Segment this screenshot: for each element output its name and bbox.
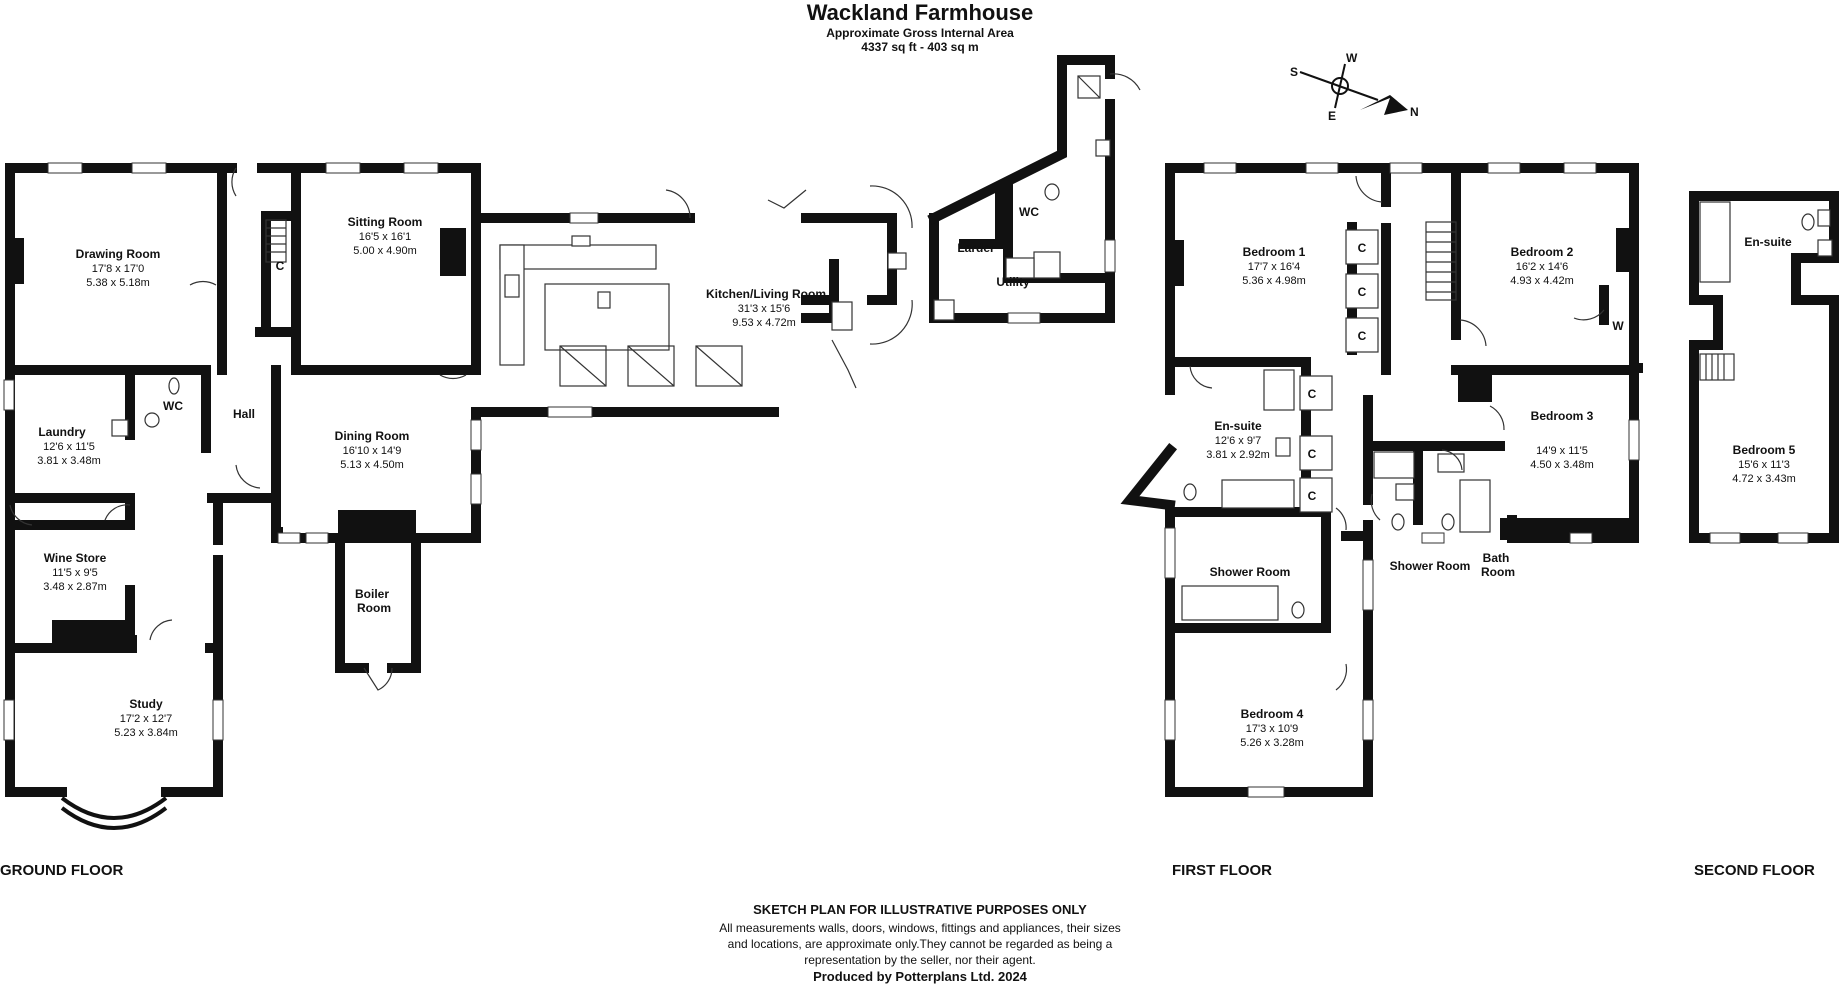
room-kitchen-name: Kitchen/Living Room bbox=[706, 287, 826, 301]
room-kitchen-metric: 9.53 x 4.72m bbox=[732, 317, 796, 329]
room-shower-small: Shower Room bbox=[1390, 559, 1471, 573]
room-bed2-metric: 4.93 x 4.42m bbox=[1510, 275, 1574, 287]
room-boiler-name1: Boiler bbox=[355, 587, 389, 601]
room-ensuite2-name: En-suite bbox=[1744, 235, 1792, 249]
room-study-imperial: 17'2 x 12'7 bbox=[120, 713, 173, 725]
room-larder: Larder bbox=[957, 241, 995, 255]
room-bed5-name: Bedroom 5 bbox=[1733, 443, 1796, 457]
plan-subtitle: Approximate Gross Internal Area bbox=[826, 26, 1014, 40]
room-bed3-name: Bedroom 3 bbox=[1531, 409, 1594, 423]
room-wine-metric: 3.48 x 2.87m bbox=[43, 581, 107, 593]
compass-s: S bbox=[1290, 65, 1298, 79]
ground-floor-plan bbox=[3, 162, 779, 830]
room-drawing-name: Drawing Room bbox=[76, 247, 161, 261]
room-bed2-imperial: 16'2 x 14'6 bbox=[1516, 261, 1569, 273]
room-cupboard-3: C bbox=[1358, 329, 1367, 343]
disclaimer-line-2: and locations, are approximate only.They… bbox=[727, 937, 1113, 951]
room-hall: Hall bbox=[233, 407, 255, 421]
room-ensuite1-name: En-suite bbox=[1214, 419, 1262, 433]
room-cupboard-5: C bbox=[1308, 447, 1317, 461]
room-bed5-metric: 4.72 x 3.43m bbox=[1732, 473, 1796, 485]
room-bed4-imperial: 17'3 x 10'9 bbox=[1246, 723, 1299, 735]
room-wc-utility: WC bbox=[1019, 205, 1039, 219]
room-bath-name2: Room bbox=[1481, 565, 1515, 579]
compass-w: W bbox=[1346, 51, 1358, 65]
room-bath-name1: Bath bbox=[1483, 551, 1510, 565]
room-wine-imperial: 11'5 x 9'5 bbox=[52, 567, 98, 579]
room-laundry-metric: 3.81 x 3.48m bbox=[37, 455, 101, 467]
plan-area: 4337 sq ft - 403 sq m bbox=[861, 40, 979, 54]
room-wardrobe: W bbox=[1612, 319, 1624, 333]
room-wine-name: Wine Store bbox=[44, 551, 107, 565]
disclaimer-line-1: All measurements walls, doors, windows, … bbox=[719, 921, 1121, 935]
room-sitting-metric: 5.00 x 4.90m bbox=[353, 245, 417, 257]
room-wc-ground: WC bbox=[163, 399, 183, 413]
utility-wing-plan bbox=[767, 55, 1141, 389]
room-dining-metric: 5.13 x 4.50m bbox=[340, 459, 404, 471]
room-bed3-metric: 4.50 x 3.48m bbox=[1530, 459, 1594, 471]
first-floor-plan bbox=[1120, 162, 1643, 798]
room-cupboard-2: C bbox=[1358, 285, 1367, 299]
room-cupboard-4: C bbox=[1308, 387, 1317, 401]
room-drawing-metric: 5.38 x 5.18m bbox=[86, 277, 150, 289]
room-dining-name: Dining Room bbox=[335, 429, 410, 443]
room-drawing-imperial: 17'8 x 17'0 bbox=[92, 263, 145, 275]
room-bed2-name: Bedroom 2 bbox=[1511, 245, 1574, 259]
room-laundry-name: Laundry bbox=[38, 425, 86, 439]
room-shower-main: Shower Room bbox=[1210, 565, 1291, 579]
room-cupboard-1: C bbox=[1358, 241, 1367, 255]
produced-by: Produced by Potterplans Ltd. 2024 bbox=[813, 969, 1027, 984]
ground-floor-label: GROUND FLOOR bbox=[0, 862, 124, 879]
room-sitting-name: Sitting Room bbox=[348, 215, 423, 229]
first-floor-label: FIRST FLOOR bbox=[1172, 862, 1272, 879]
room-boiler-name2: Room bbox=[357, 601, 391, 615]
room-cupboard-ground: C bbox=[276, 259, 285, 273]
room-sitting-imperial: 16'5 x 16'1 bbox=[359, 231, 412, 243]
second-floor-label: SECOND FLOOR bbox=[1694, 862, 1815, 879]
room-ensuite1-imperial: 12'6 x 9'7 bbox=[1215, 435, 1261, 447]
room-bed1-name: Bedroom 1 bbox=[1243, 245, 1306, 259]
disclaimer-line-3: representation by the seller, nor their … bbox=[804, 953, 1036, 967]
compass-n: N bbox=[1410, 105, 1419, 119]
room-bed3-imperial: 14'9 x 11'5 bbox=[1536, 445, 1588, 457]
room-bed1-metric: 5.36 x 4.98m bbox=[1242, 275, 1306, 287]
room-bed1-imperial: 17'7 x 16'4 bbox=[1248, 261, 1301, 273]
disclaimer-title: SKETCH PLAN FOR ILLUSTRATIVE PURPOSES ON… bbox=[753, 902, 1087, 917]
plan-title: Wackland Farmhouse bbox=[806, 0, 1034, 25]
room-study-name: Study bbox=[129, 697, 163, 711]
room-bed4-metric: 5.26 x 3.28m bbox=[1240, 737, 1304, 749]
compass-e: E bbox=[1328, 109, 1336, 123]
room-laundry-imperial: 12'6 x 11'5 bbox=[43, 441, 95, 453]
room-bed5-imperial: 15'6 x 11'3 bbox=[1738, 459, 1790, 471]
room-kitchen-imperial: 31'3 x 15'6 bbox=[738, 303, 791, 315]
room-study-metric: 5.23 x 3.84m bbox=[114, 727, 178, 739]
room-cupboard-6: C bbox=[1308, 489, 1317, 503]
second-floor-plan bbox=[1689, 191, 1839, 544]
room-dining-imperial: 16'10 x 14'9 bbox=[343, 445, 402, 457]
room-utility: Utility bbox=[996, 275, 1030, 289]
room-ensuite1-metric: 3.81 x 2.92m bbox=[1206, 449, 1270, 461]
room-bed4-name: Bedroom 4 bbox=[1241, 707, 1304, 721]
room-labels: Drawing Room 17'8 x 17'0 5.38 x 5.18m Si… bbox=[37, 205, 1796, 749]
compass-icon: S W E N bbox=[1290, 51, 1419, 123]
